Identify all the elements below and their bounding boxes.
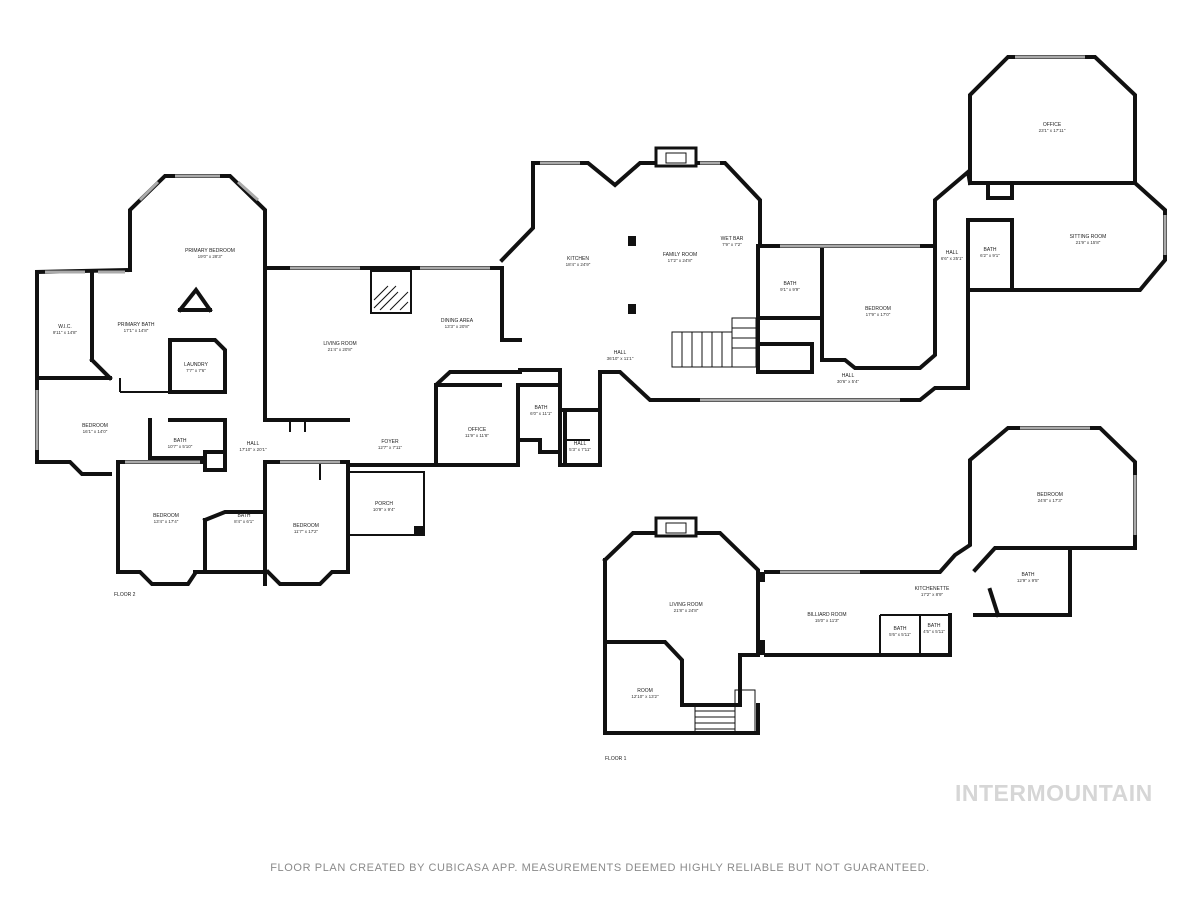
room-dimensions-label: 11'9" x 11'8" <box>465 433 489 438</box>
room-dimensions-label: 5'6" x 5'11" <box>889 632 911 637</box>
room-name-label: BATH <box>1022 572 1035 578</box>
room-dimensions-label: 21'8" x 24'8" <box>674 608 699 613</box>
room-name-label: LAUNDRY <box>184 362 208 368</box>
room-dimensions-label: 10'7" x 5'10" <box>168 444 193 449</box>
room-dimensions-label: 17'10" x 20'1" <box>239 447 267 452</box>
room-name-label: BATH <box>984 247 997 253</box>
room-name-label: BATH <box>238 513 251 519</box>
room-dimensions-label: 10'9" x 9'4" <box>373 507 396 512</box>
room-dimensions-label: 30'6" x 5'4" <box>837 379 860 384</box>
room-dimensions-label: 9'1" x 9'9" <box>780 287 800 292</box>
room-name-label: BATH <box>928 623 941 629</box>
room-name-label: ROOM <box>637 688 653 694</box>
room-name-label: BEDROOM <box>293 523 319 529</box>
room-name-label: BATH <box>894 626 907 632</box>
brand-watermark: INTERMOUNTAIN <box>955 780 1153 806</box>
room-dimensions-label: 17'1" x 14'8" <box>124 328 149 333</box>
room-name-label: OFFICE <box>1043 122 1062 128</box>
room-dimensions-label: 8'4" x 6'1" <box>234 519 254 524</box>
room-name-label: BATH <box>535 405 548 411</box>
room-name-label: LIVING ROOM <box>669 602 702 608</box>
room-dimensions-label: 9'11" x 14'8" <box>53 330 78 335</box>
room-name-label: BEDROOM <box>82 423 108 429</box>
room-name-label: HALL <box>946 250 959 256</box>
floor-2-walls <box>35 55 1167 586</box>
room-dimensions-label: 13'4" x 17'4" <box>154 519 179 524</box>
room-dimensions-label: 19'0" x 28'3" <box>198 254 223 259</box>
room-dimensions-label: 15'0" x 11'3" <box>815 618 840 623</box>
room-name-label: SITTING ROOM <box>1070 234 1107 240</box>
room-name-label: WET BAR <box>721 236 744 242</box>
room-name-label: BEDROOM <box>153 513 179 519</box>
room-dimensions-label: 4'5" x 5'11" <box>923 629 945 634</box>
room-dimensions-label: 12'10" x 13'2" <box>631 694 659 699</box>
room-dimensions-label: 18'4" x 24'9" <box>566 262 591 267</box>
room-name-label: BATH <box>174 438 187 444</box>
room-dimensions-label: 17'9" x 17'0" <box>866 312 891 317</box>
room-name-label: HALL <box>614 350 627 356</box>
room-name-label: BEDROOM <box>865 306 891 312</box>
room-name-label: OFFICE <box>468 427 487 433</box>
room-dimensions-label: 6'6" x 25'1" <box>941 256 964 261</box>
room-dimensions-label: 12'7" x 7'11" <box>378 445 403 450</box>
room-name-label: KITCHENETTE <box>915 586 950 592</box>
room-name-label: W.I.C. <box>58 324 72 330</box>
room-name-label: FOYER <box>381 439 399 445</box>
room-dimensions-label: 17'2" x 24'8" <box>668 258 693 263</box>
room-dimensions-label: 7'7" x 7'6" <box>186 368 206 373</box>
room-dimensions-label: 21'4" x 20'8" <box>328 347 353 352</box>
floor-2-windows <box>35 55 1167 464</box>
room-dimensions-label: 17'2" x 8'9" <box>921 592 944 597</box>
room-name-label: PRIMARY BEDROOM <box>185 248 235 254</box>
floor-1-label: FLOOR 1 <box>605 756 627 762</box>
room-name-label: BILLIARD ROOM <box>807 612 846 618</box>
room-name-label: DINING AREA <box>441 318 474 324</box>
room-dimensions-label: 24'8" x 17'3" <box>1038 498 1063 503</box>
room-dimensions-label: 23'1" x 17'11" <box>1039 128 1066 133</box>
room-dimensions-label: 36'10" x 11'1" <box>607 356 634 361</box>
room-dimensions-label: 13'3" x 20'8" <box>445 324 470 329</box>
room-dimensions-label: 12'9" x 9'5" <box>1017 578 1040 583</box>
room-name-label: PORCH <box>375 501 393 507</box>
room-name-label: HALL <box>574 441 587 447</box>
room-dimensions-label: 11'7" x 17'2" <box>294 529 319 534</box>
room-dimensions-label: 6'0" x 11'1" <box>530 411 552 416</box>
room-dimensions-label: 21'9" x 15'8" <box>1076 240 1101 245</box>
floor-1-walls <box>602 426 1137 735</box>
room-name-label: BEDROOM <box>1037 492 1063 498</box>
room-name-label: FAMILY ROOM <box>663 252 697 258</box>
room-name-label: PRIMARY BATH <box>118 322 155 328</box>
room-dimensions-label: 6'2" x 9'1" <box>980 253 1000 258</box>
room-name-label: KITCHEN <box>567 256 589 262</box>
room-dimensions-label: 7'9" x 7'2" <box>722 242 742 247</box>
floor-2-label: FLOOR 2 <box>114 592 136 598</box>
room-name-label: HALL <box>842 373 855 379</box>
room-name-label: LIVING ROOM <box>323 341 356 347</box>
room-name-label: HALL <box>247 441 260 447</box>
disclaimer-text: FLOOR PLAN CREATED BY CUBICASA APP. MEAS… <box>270 862 930 874</box>
room-dimensions-label: 16'1" x 14'0" <box>83 429 108 434</box>
room-dimensions-label: 5'3" x 7'11" <box>569 447 591 452</box>
room-name-label: BATH <box>784 281 797 287</box>
